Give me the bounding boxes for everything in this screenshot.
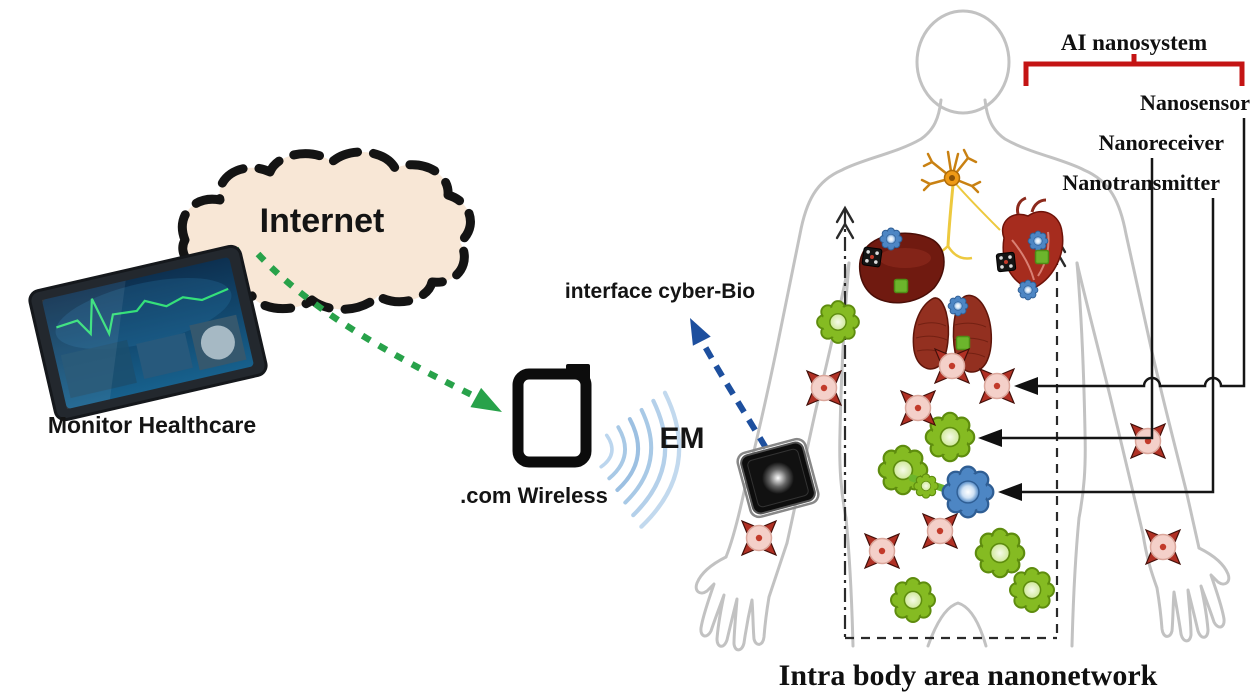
ai-nanosystem-bracket (1023, 54, 1245, 86)
monitor-healthcare-label: Monitor Healthcare (48, 412, 256, 438)
caption-label: Intra body area nanonetwork (779, 659, 1158, 692)
green-square-icon (955, 335, 971, 351)
blue-arrowhead-icon (690, 318, 711, 346)
body-right-arm-outer (983, 98, 1201, 550)
arrow-wearable-to-interface (693, 328, 769, 450)
green-arrowhead-icon (470, 387, 502, 412)
up-arrow-icon (835, 205, 855, 224)
nanoreceiver-pointer-line (1000, 158, 1154, 440)
gateway-phone-icon (512, 364, 592, 468)
body-head (915, 9, 1011, 115)
nanotransmitter-mini-icon (1017, 279, 1039, 301)
green-square-icon (1034, 249, 1050, 265)
nanosensors (741, 348, 1181, 569)
nanoreceiver-arrowhead-icon (978, 429, 1002, 447)
internet-label: Internet (260, 202, 385, 240)
up-arrow-icon (835, 221, 855, 240)
nanoreceivers (816, 300, 1055, 623)
nanosensor-icon (741, 520, 777, 556)
body-right-hand (1141, 532, 1231, 643)
nanoreceiver-icon (890, 577, 936, 623)
internet-cloud-icon (178, 147, 475, 314)
com-wireless-label: .com Wireless (460, 483, 608, 508)
nanosensor-icon (922, 513, 958, 549)
nanosensor-label: Nanosensor (1140, 90, 1250, 115)
wrist-device-icon (736, 437, 820, 519)
body-right-arm-inner (1075, 261, 1145, 536)
nanotransmitter-pointer-line (1020, 198, 1215, 494)
em-label: EM (660, 422, 705, 455)
neuron-icon (920, 148, 1001, 260)
interface-cyber-bio-label: interface cyber-Bio (565, 280, 755, 303)
nanosensor-icon (934, 348, 970, 384)
nanosensor-icon (1130, 423, 1166, 459)
nanoreceiver-icon (1009, 567, 1055, 613)
body-inner-legs (926, 601, 988, 648)
nanotransmitter-arrowhead-icon (998, 483, 1022, 501)
nanotransmitter-mini-icon (1027, 230, 1049, 252)
nanoreceiver-icon (816, 300, 860, 344)
nanoreceiver-icon (913, 473, 939, 499)
nanosensor-arrowhead-icon (1014, 377, 1038, 395)
nanoreceiver-icon (974, 527, 1026, 579)
nanosensor-icon (806, 370, 842, 406)
body-left-arm-outer (724, 98, 943, 559)
nano-chip-icon (861, 246, 883, 268)
nanosensor-icon (1145, 529, 1181, 565)
nanosensor-icon (979, 368, 1015, 404)
monitor-tablet-icon (28, 244, 268, 422)
nanosensor-pointer-line (1034, 118, 1246, 388)
nanoreceiver-label: Nanoreceiver (1099, 130, 1225, 155)
nanotransmitter-mini-icon (879, 227, 903, 251)
nanotransmitter-mini-icon (947, 295, 969, 317)
nanosensor-icon (864, 533, 900, 569)
ai-nanosystem-label: AI nanosystem (1061, 30, 1207, 55)
green-square-icon (893, 278, 909, 294)
em-waves-icon (599, 390, 682, 529)
body-right-torso-leg (1070, 261, 1087, 648)
body-left-hand (694, 541, 789, 652)
heart-icon (1001, 196, 1064, 290)
nanotransmitter-icon (941, 465, 995, 519)
nanosensor-icon (900, 390, 936, 426)
nanotransmitter-label: Nanotransmitter (1062, 170, 1220, 195)
nano-chip-icon (995, 251, 1017, 273)
arrow-internet-to-gateway (255, 251, 480, 401)
